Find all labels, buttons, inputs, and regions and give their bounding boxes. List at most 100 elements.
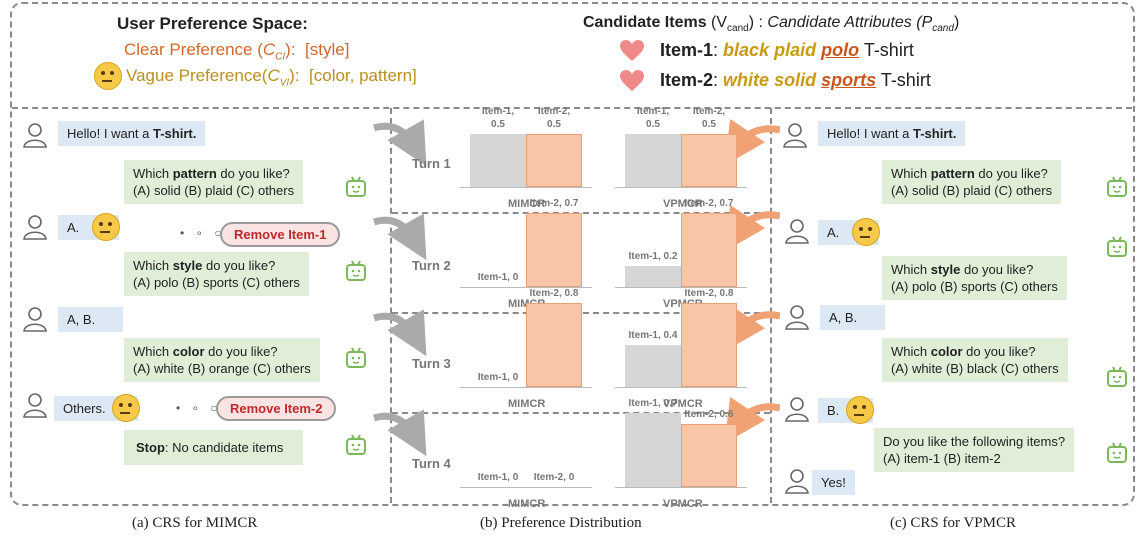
system-message: Which color do you like?(A) white (B) or…: [124, 338, 320, 382]
robot-icon: [346, 176, 366, 197]
user-icon: [23, 215, 47, 240]
user-message: A, B.: [820, 305, 886, 330]
thinking-face-icon: [846, 396, 874, 424]
method-label: MIMCR: [508, 398, 546, 410]
method-label: MIMCR: [508, 498, 546, 510]
user-icon: [23, 123, 47, 148]
method-label: VPMCR: [663, 198, 703, 210]
label-item-2: Item-2, 0.5: [537, 106, 571, 130]
user-message: Yes!: [812, 470, 855, 495]
caption-b: (b) Preference Distribution: [480, 515, 642, 531]
turn-2-label: Turn 2: [412, 258, 451, 273]
caption-c: (c) CRS for VPMCR: [890, 515, 1016, 531]
chart-axis: [460, 487, 592, 488]
user-preference-title: User Preference Space:: [117, 14, 308, 33]
label-item-2: Item-2, 0.8: [529, 288, 579, 299]
bar-item-2: [526, 213, 582, 287]
chart-axis: [615, 487, 747, 488]
turn-4-label: Turn 4: [412, 456, 451, 471]
label-item-1: Item-1, 0.5: [481, 106, 515, 130]
bar-item-1: [625, 266, 681, 287]
user-icon: [785, 219, 809, 244]
system-message: Which color do you like?(A) white (B) bl…: [882, 338, 1068, 382]
vague-preference: Vague Preference(CVI): [color, pattern]: [126, 66, 417, 89]
bar-item-2: [526, 134, 582, 187]
caption-a: (a) CRS for MIMCR: [132, 515, 258, 531]
robot-icon: [1107, 442, 1127, 463]
system-message: Do you like the following items?(A) item…: [874, 428, 1075, 472]
thinking-face-icon: [92, 213, 120, 241]
label-item-2: Item-2, 0: [533, 472, 575, 483]
user-icon: [783, 123, 807, 148]
label-item-2: Item-2, 0.7: [684, 198, 734, 209]
method-label: MIMCR: [508, 198, 546, 210]
thinking-face-icon: [852, 218, 880, 246]
label-item-1: Item-1, 0.4: [628, 330, 678, 341]
system-message: Which style do you like?(A) polo (B) spo…: [124, 252, 309, 296]
robot-icon: [346, 260, 366, 281]
system-message: Which style do you like?(A) polo (B) spo…: [882, 256, 1067, 300]
label-item-2: Item-2, 0.6: [684, 409, 734, 420]
bar-item-2: [681, 303, 737, 387]
user-icon: [23, 307, 47, 332]
label-item-1: Item-1, 0: [477, 372, 519, 383]
robot-icon: [1107, 366, 1127, 387]
label-item-1: Item-1, 0: [477, 472, 519, 483]
user-icon: [785, 397, 809, 422]
turn-3-label: Turn 3: [412, 356, 451, 371]
system-message: Which pattern do you like?(A) solid (B) …: [882, 160, 1062, 204]
label-item-1: Item-1, 0.2: [628, 251, 678, 262]
robot-icon: [1107, 176, 1127, 197]
bar-item-1: [625, 345, 681, 387]
user-message: A, B.: [58, 307, 124, 332]
bar-item-2: [681, 213, 737, 287]
user-icon: [785, 305, 809, 330]
turn-divider-3: [392, 412, 770, 414]
thinking-face-icon: [94, 62, 122, 90]
system-message: Which pattern do you like?(A) solid (B) …: [124, 160, 304, 204]
bar-item-2: [681, 424, 737, 487]
user-icon: [785, 469, 809, 494]
bar-item-2: [681, 134, 737, 187]
clear-preference: Clear Preference (CCI): [style]: [124, 40, 350, 63]
flow-arrows: [372, 118, 780, 457]
robot-icon: [346, 434, 366, 455]
divider-left: [390, 108, 392, 503]
heart-icon: [620, 70, 644, 91]
heart-icon: [620, 40, 644, 61]
label-item-2: Item-2, 0.8: [684, 288, 734, 299]
turn-1-label: Turn 1: [412, 156, 451, 171]
chart-axis: [615, 387, 747, 388]
thinking-face-icon: [112, 394, 140, 422]
chart-axis: [460, 387, 592, 388]
ellipsis: • ∘ ○: [176, 401, 222, 415]
robot-icon: [346, 347, 366, 368]
remove-item-2-cloud: Remove Item-2: [216, 396, 337, 421]
chart-axis: [615, 287, 747, 288]
user-message: Hello! I want a T-shirt.: [58, 121, 206, 146]
item-2-row: Item-2: white solid sports T-shirt: [660, 70, 931, 90]
bar-item-1: [625, 413, 681, 487]
bar-item-2: [526, 303, 582, 387]
ellipsis: • ∘ ○: [180, 226, 226, 240]
label-item-2: Item-2, 0.5: [692, 106, 726, 130]
robot-icon: [1107, 236, 1127, 257]
label-item-1: Item-1, 0.5: [636, 106, 670, 130]
label-item-1: Item-1, 0.7: [628, 398, 678, 409]
divider-right: [770, 108, 772, 503]
user-message: Hello! I want a T-shirt.: [818, 121, 966, 146]
user-icon: [23, 393, 47, 418]
label-item-1: Item-1, 0: [477, 272, 519, 283]
system-message: Stop: No candidate items: [124, 430, 304, 465]
method-label: VPMCR: [663, 398, 703, 410]
chart-axis: [615, 187, 747, 188]
method-label: VPMCR: [663, 498, 703, 510]
chart-axis: [460, 187, 592, 188]
remove-item-1-cloud: Remove Item-1: [220, 222, 341, 247]
header-divider: [12, 107, 1132, 109]
item-1-row: Item-1: black plaid polo T-shirt: [660, 40, 914, 60]
bar-item-1: [625, 134, 681, 187]
chart-axis: [460, 287, 592, 288]
bar-item-1: [470, 134, 526, 187]
outer-frame: [10, 2, 1135, 506]
